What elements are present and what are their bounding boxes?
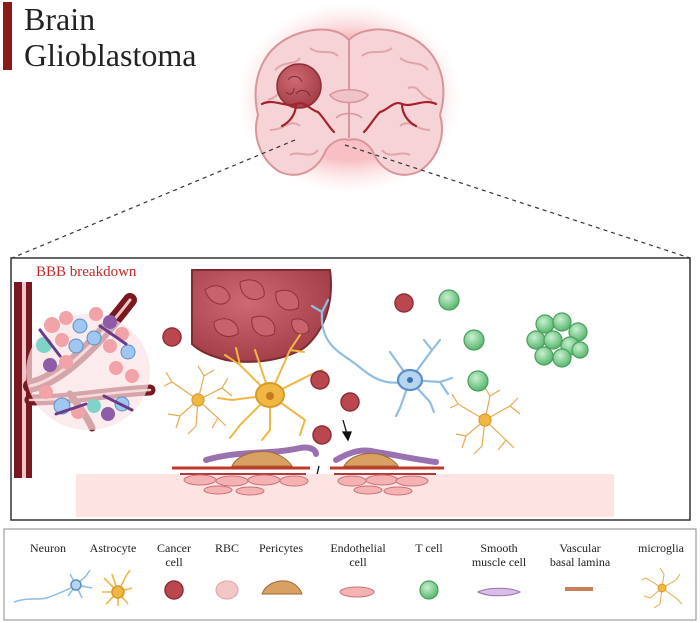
legend-label-microglia: microglia xyxy=(638,541,684,555)
legend-endothelial-icon xyxy=(339,586,375,598)
t-cell-cluster xyxy=(526,312,589,368)
microglia-left xyxy=(163,365,233,435)
legend-label-rbc: RBC xyxy=(214,541,239,555)
legend-label-astrocyte: Astrocyte xyxy=(89,541,137,555)
legend-t-cell-icon xyxy=(419,580,439,600)
legend-cancer-cell-icon xyxy=(164,580,184,600)
bbb-breakdown-label: BBB breakdown xyxy=(36,264,137,280)
legend-panel xyxy=(3,528,697,621)
legend-label-cancer-cell-line1: Cancer xyxy=(157,541,191,555)
tumor-mass xyxy=(191,269,332,363)
neuron xyxy=(310,298,454,418)
vessel-wall xyxy=(76,444,614,517)
t-cells xyxy=(438,289,489,392)
legend-label-endothelial-line1: Endothelial xyxy=(330,541,386,555)
legend-label-smooth-muscle-cell: Smooth muscle cell xyxy=(458,541,540,569)
legend-microglia-icon xyxy=(641,567,683,609)
legend-label-smooth-muscle-line1: Smooth xyxy=(480,541,518,555)
legend-label-vascular-basal-lamina: Vascular basal lamina xyxy=(540,541,620,569)
legend-label-endothelial-cell: Endothelial cell xyxy=(320,541,396,569)
legend-label-vascular-line1: Vascular xyxy=(559,541,601,555)
legend-label-vascular-line2: basal lamina xyxy=(549,555,611,569)
microglia-right xyxy=(449,385,521,455)
legend-smooth-muscle-icon xyxy=(476,587,522,597)
legend-label-neuron: Neuron xyxy=(30,541,66,555)
zoom-line-right xyxy=(344,144,691,259)
legend-label-smooth-muscle-line2: muscle cell xyxy=(471,555,527,569)
bbb-breakdown-cluster xyxy=(26,307,150,430)
brain-illustration xyxy=(237,2,461,194)
legend-label-cancer-cell: Cancer cell xyxy=(148,541,200,569)
title-brain: Brain xyxy=(24,1,96,37)
title-glioblastoma: Glioblastoma xyxy=(24,37,197,73)
title-accent-bar xyxy=(3,2,12,70)
legend-neuron-icon xyxy=(13,569,93,603)
legend-label-pericytes: Pericytes xyxy=(259,541,303,555)
zoom-line-left xyxy=(11,139,296,259)
legend-label-endothelial-line2: cell xyxy=(349,555,367,569)
brain-tumor-mass xyxy=(276,63,322,109)
legend-label-t-cell: T cell xyxy=(415,541,443,555)
legend-rbc-icon xyxy=(215,580,239,600)
astrocyte-center xyxy=(217,334,323,441)
legend-pericyte-icon xyxy=(261,580,303,595)
legend-astrocyte-icon xyxy=(102,569,133,606)
legend-label-cancer-cell-line2: cell xyxy=(165,555,183,569)
